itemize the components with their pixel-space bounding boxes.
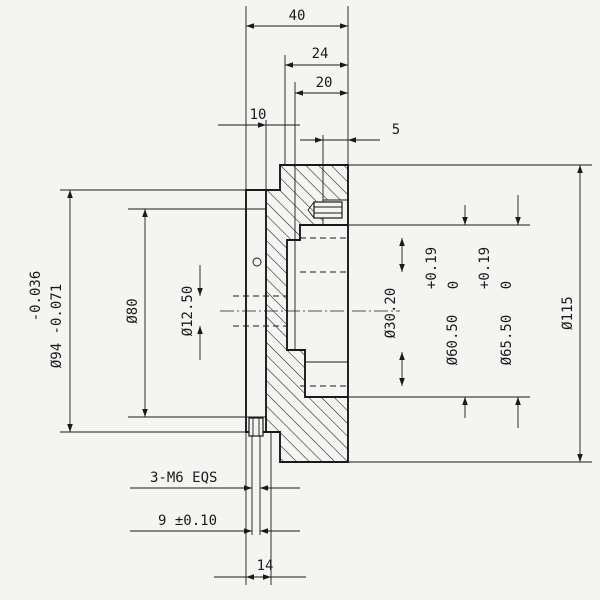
tapped-hole-top <box>307 201 343 219</box>
dim-10: 10 <box>250 107 267 123</box>
part-section <box>220 164 400 463</box>
dim-65-50: Ø65.50 <box>499 315 515 366</box>
dim-24: 24 <box>312 46 329 62</box>
dim-14: 14 <box>257 558 274 574</box>
dim-5: 5 <box>392 122 400 138</box>
tapped-hole-bottom <box>248 417 264 437</box>
dim-40: 40 <box>289 8 306 24</box>
dim-65-50-tolerance-lower: 0 <box>499 281 515 289</box>
dim-60-50-tolerance: +0.19 <box>424 247 440 289</box>
dim-94: Ø94 -0.071 <box>49 284 65 368</box>
dim-65-50-tolerance: +0.19 <box>477 247 493 289</box>
dim-60-50-tolerance-lower: 0 <box>446 281 462 289</box>
dimension-lines <box>67 23 583 580</box>
extension-lines <box>60 6 592 585</box>
dim-60-50: Ø60.50 <box>445 315 461 366</box>
dim-20: 20 <box>316 75 333 91</box>
pin-hole-circle <box>252 257 262 267</box>
thread-callout: 3-M6 EQS <box>150 470 217 486</box>
dimension-labels: 40 24 20 10 5 -0.036 Ø94 -0.071 Ø80 Ø12.… <box>28 8 576 574</box>
dim-115: Ø115 <box>560 296 576 330</box>
dim-80: Ø80 <box>125 298 141 323</box>
dim-30-20: Ø30.20 <box>383 288 399 339</box>
dim-12-50: Ø12.50 <box>180 286 196 337</box>
dim-9: 9 ±0.10 <box>158 513 217 529</box>
dim-94-tolerance: -0.036 <box>28 271 44 322</box>
